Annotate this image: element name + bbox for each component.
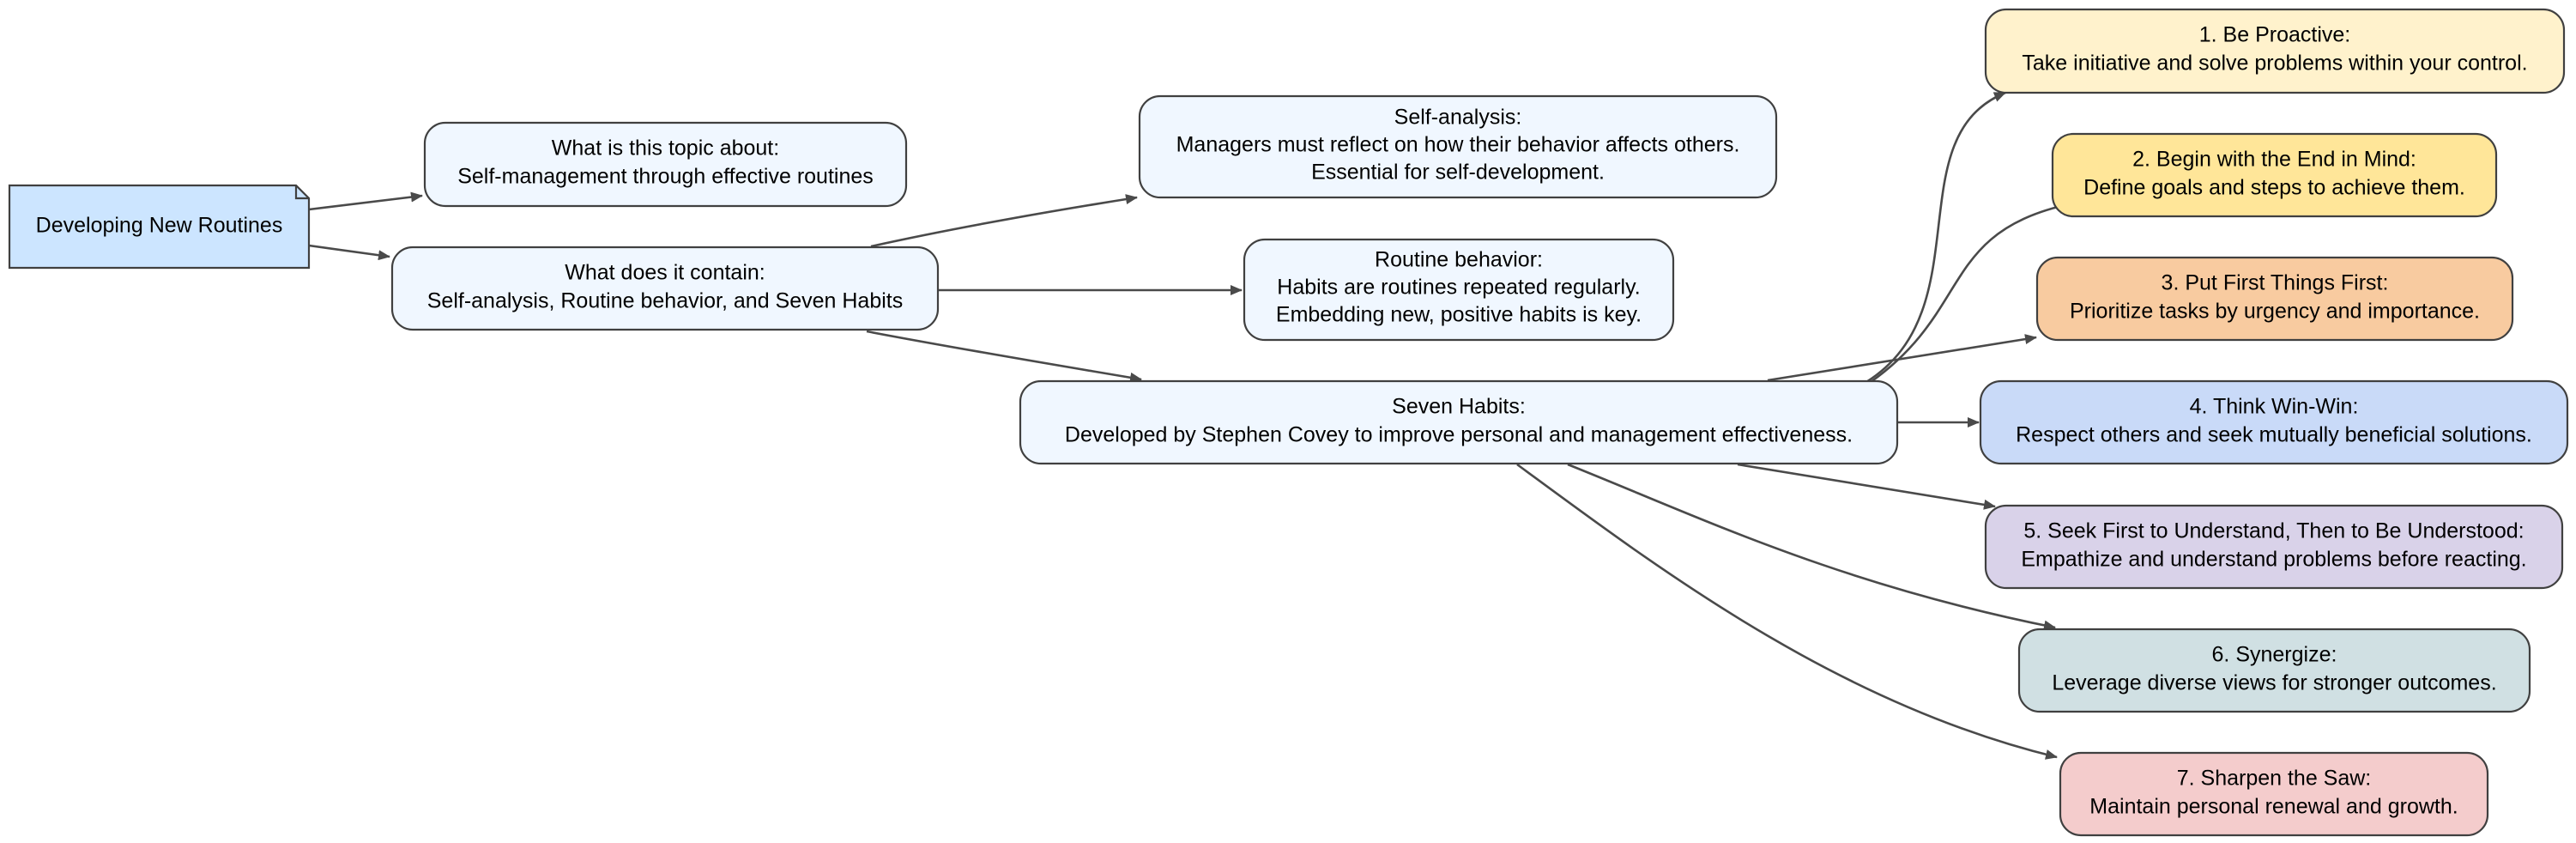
- contains-line-1: What does it contain:: [565, 261, 765, 285]
- node-topic: What is this topic about: Self-managemen…: [423, 121, 908, 208]
- node-habit-4: 4. Think Win-Win: Respect others and see…: [1979, 379, 2569, 465]
- node-root: Developing New Routines: [8, 184, 311, 270]
- node-box: [2051, 132, 2498, 218]
- node-contains: What does it contain: Self-analysis, Rou…: [390, 246, 940, 331]
- edge-seven-habits-to-habit-1: [1865, 91, 2006, 384]
- node-box: [2059, 751, 2489, 837]
- self-analysis-line-1: Self-analysis:: [1394, 106, 1522, 130]
- habit-2-title: 2. Begin with the End in Mind:: [2132, 148, 2416, 172]
- edge-seven-habits-to-habit-5: [1737, 463, 1996, 510]
- edge-seven-habits-to-habit-3: [1767, 334, 2037, 382]
- node-habit-3: 3. Put First Things First: Prioritize ta…: [2035, 256, 2514, 342]
- node-box: [1979, 379, 2569, 465]
- note-fold: [294, 185, 309, 200]
- edge-root-to-topic: [308, 191, 423, 211]
- node-box: [1243, 238, 1675, 342]
- habit-3-description: Prioritize tasks by urgency and importan…: [2070, 300, 2480, 324]
- node-box: [390, 246, 940, 331]
- topic-line-2: Self-management through effective routin…: [457, 165, 874, 189]
- node-habit-1: 1. Be Proactive: Take initiative and sol…: [1984, 8, 2566, 94]
- edge-contains-to-self-analysis: [870, 194, 1138, 248]
- node-box: [1019, 379, 1899, 465]
- self-analysis-line-3: Essential for self-development.: [1311, 161, 1605, 185]
- habit-2-description: Define goals and steps to achieve them.: [2083, 176, 2465, 200]
- edges: [308, 91, 2073, 760]
- node-box: [1984, 8, 2566, 94]
- edge-seven-habits-to-habit-6: [1567, 463, 2056, 631]
- node-box: [1984, 504, 2564, 590]
- contains-line-2: Self-analysis, Routine behavior, and Sev…: [427, 289, 904, 313]
- habit-6-title: 6. Synergize:: [2212, 643, 2337, 667]
- node-seven-habits: Seven Habits: Developed by Stephen Covey…: [1019, 379, 1899, 465]
- habit-3-title: 3. Put First Things First:: [2162, 271, 2389, 295]
- node-routine-behavior: Routine behavior: Habits are routines re…: [1243, 238, 1675, 342]
- routine-line-1: Routine behavior:: [1375, 248, 1543, 272]
- habit-5-title: 5. Seek First to Understand, Then to Be …: [2023, 519, 2524, 543]
- node-habit-6: 6. Synergize: Leverage diverse views for…: [2017, 628, 2531, 713]
- routine-line-3: Embedding new, positive habits is key.: [1276, 303, 1642, 327]
- habit-7-title: 7. Sharpen the Saw:: [2177, 767, 2372, 791]
- note-shape: [8, 184, 311, 270]
- edge-seven-habits-to-habit-2: [1870, 200, 2073, 384]
- habit-7-description: Maintain personal renewal and growth.: [2089, 795, 2458, 819]
- node-habit-5: 5. Seek First to Understand, Then to Be …: [1984, 504, 2564, 590]
- node-box: [423, 121, 908, 208]
- node-self-analysis: Self-analysis: Managers must reflect on …: [1138, 94, 1778, 199]
- root-label: Developing New Routines: [36, 214, 283, 238]
- node-box: [2017, 628, 2531, 713]
- seven-habits-line-2: Developed by Stephen Covey to improve pe…: [1065, 423, 1853, 447]
- habit-5-description: Empathize and understand problems before…: [2021, 548, 2526, 572]
- seven-habits-line-1: Seven Habits:: [1392, 395, 1526, 419]
- routine-line-2: Habits are routines repeated regularly.: [1277, 276, 1640, 300]
- topic-line-1: What is this topic about:: [552, 136, 779, 161]
- node-habit-7: 7. Sharpen the Saw: Maintain personal re…: [2059, 751, 2489, 837]
- node-habit-2: 2. Begin with the End in Mind: Define go…: [2051, 132, 2498, 218]
- edge-contains-to-seven-habits: [866, 330, 1142, 383]
- self-analysis-line-2: Managers must reflect on how their behav…: [1176, 133, 1740, 157]
- node-box: [1138, 94, 1778, 199]
- habit-1-title: 1. Be Proactive:: [2199, 23, 2350, 47]
- node-box: [2035, 256, 2514, 342]
- edge-root-to-contains: [308, 244, 390, 261]
- habit-1-description: Take initiative and solve problems withi…: [2022, 52, 2527, 76]
- edge-seven-habits-to-habit-7: [1516, 463, 2058, 760]
- habit-6-description: Leverage diverse views for stronger outc…: [2052, 671, 2496, 695]
- habit-4-title: 4. Think Win-Win:: [2190, 395, 2359, 419]
- habit-4-description: Respect others and seek mutually benefic…: [2016, 423, 2532, 447]
